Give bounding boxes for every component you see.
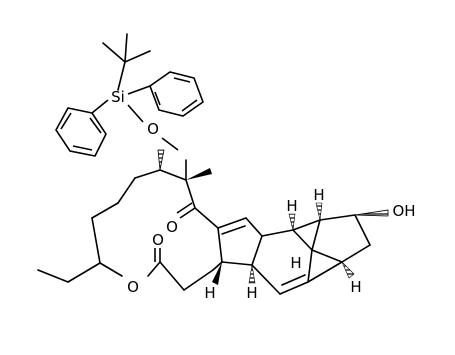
h-label-bottom-mid: H — [246, 284, 257, 302]
h-label-top-b: H — [313, 186, 324, 204]
ketone-carbonyl — [176, 202, 196, 219]
h-label-junction-right: H — [290, 254, 301, 272]
silyl-ether-bonds — [127, 104, 179, 151]
stereo-wedge-hydroxyl — [354, 209, 389, 217]
silicon-atom-label: Si — [111, 88, 125, 106]
h-label-top-a: H — [286, 197, 297, 215]
fused-ring-system — [212, 214, 371, 295]
stereo-hydrogens — [212, 202, 355, 285]
left-phenyl-ring — [55, 99, 109, 157]
tert-butyl-group — [102, 33, 151, 91]
ketone-oxygen-label: O — [166, 218, 178, 236]
h-label-bottom-right: H — [350, 278, 361, 296]
silyl-ether-oxygen-label: O — [147, 120, 159, 138]
ester-carbonyl — [154, 248, 161, 262]
ester-carbonyl-oxygen-label: O — [152, 231, 164, 249]
stereo-wedge-otbs — [157, 149, 165, 171]
upper-phenyl-ring — [127, 71, 204, 117]
stereo-wedge-methyl — [186, 168, 212, 180]
h-label-left-fused: H — [204, 284, 215, 302]
hydroxyl-label: OH — [392, 202, 415, 220]
macrocycle-backbone — [37, 159, 219, 291]
ring-ester-oxygen-label: O — [127, 278, 139, 296]
